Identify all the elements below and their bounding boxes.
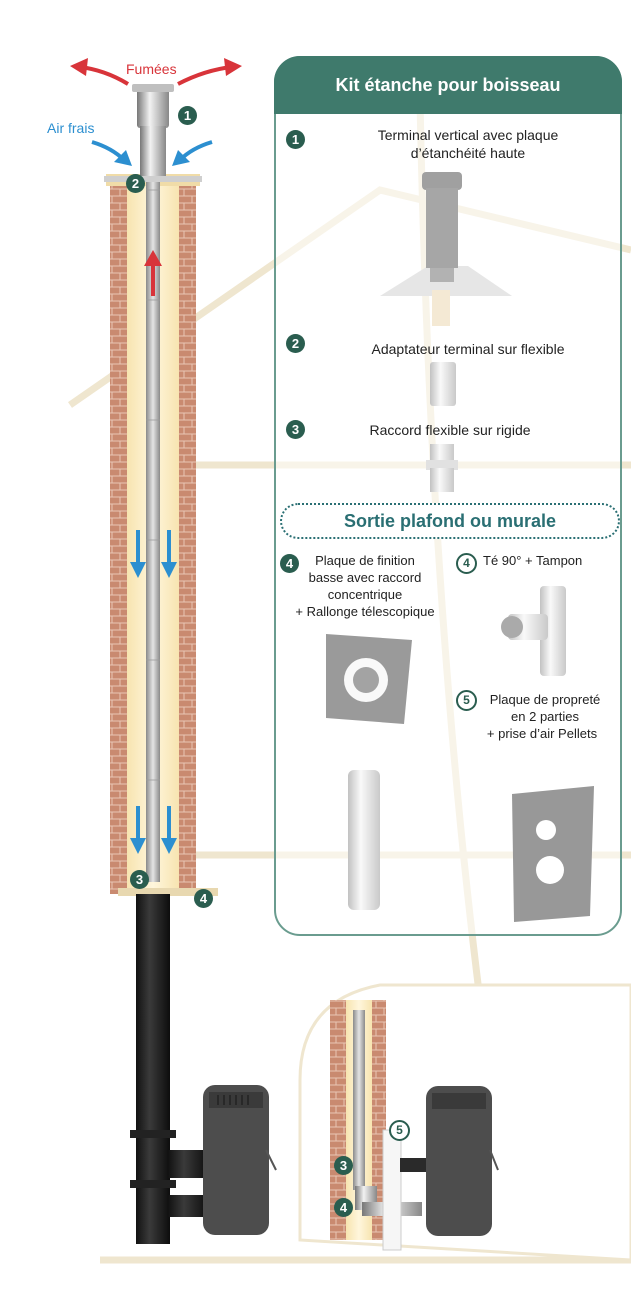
- marker-4: 4: [194, 889, 213, 908]
- marker-2: 2: [126, 174, 145, 193]
- flexible-liner: [146, 182, 160, 882]
- blue-down-arrows: [136, 530, 171, 842]
- panel-item-3-number: 3: [286, 420, 305, 439]
- pellet-stove-left: [203, 1085, 277, 1235]
- panel-item-4-line3: concentrique: [327, 587, 403, 602]
- fumees-label: Fumées: [126, 61, 177, 77]
- inset-marker-3: 3: [334, 1156, 353, 1175]
- black-pipe: [136, 894, 170, 1244]
- panel-item-5-line3: + prise d’air Pellets: [486, 726, 598, 741]
- panel-item-2-label: Adaptateur terminal sur flexible: [371, 341, 565, 357]
- air-frais-label: Air frais: [47, 120, 95, 136]
- top-terminal: [137, 88, 169, 128]
- panel-item-4-line4: + Rallonge télescopique: [295, 604, 435, 619]
- panel-item-5-line1: Plaque de propreté: [489, 692, 601, 707]
- marker-1: 1: [178, 106, 197, 125]
- panel-te-label: Té 90° + Tampon: [483, 553, 583, 568]
- panel-item-5-number: 5: [456, 690, 477, 711]
- panel-item-5-line2: en 2 parties: [511, 709, 579, 724]
- marker-3: 3: [130, 870, 149, 889]
- panel-item-3-label: Raccord flexible sur rigide: [369, 422, 531, 438]
- panel-item-1-label-line1: Terminal vertical avec plaque: [377, 127, 559, 143]
- panel-item-2-number: 2: [286, 334, 305, 353]
- sortie-heading: Sortie plafond ou murale: [280, 503, 620, 539]
- panel-te-number: 4: [456, 553, 477, 574]
- panel-title: Kit étanche pour boisseau: [274, 56, 622, 114]
- inset-detail: [298, 983, 631, 1262]
- panel-item-4-line2: basse avec raccord: [308, 570, 422, 585]
- panel-item-4-line1: Plaque de finition: [315, 553, 415, 568]
- panel-item-1-number: 1: [286, 130, 305, 149]
- panel-item-4-number: 4: [280, 554, 299, 573]
- panel-item-1-label-line2: d’étanchéité haute: [410, 145, 526, 161]
- inset-marker-5: 5: [389, 1120, 410, 1141]
- kit-panel: [274, 56, 622, 936]
- inset-marker-4: 4: [334, 1198, 353, 1217]
